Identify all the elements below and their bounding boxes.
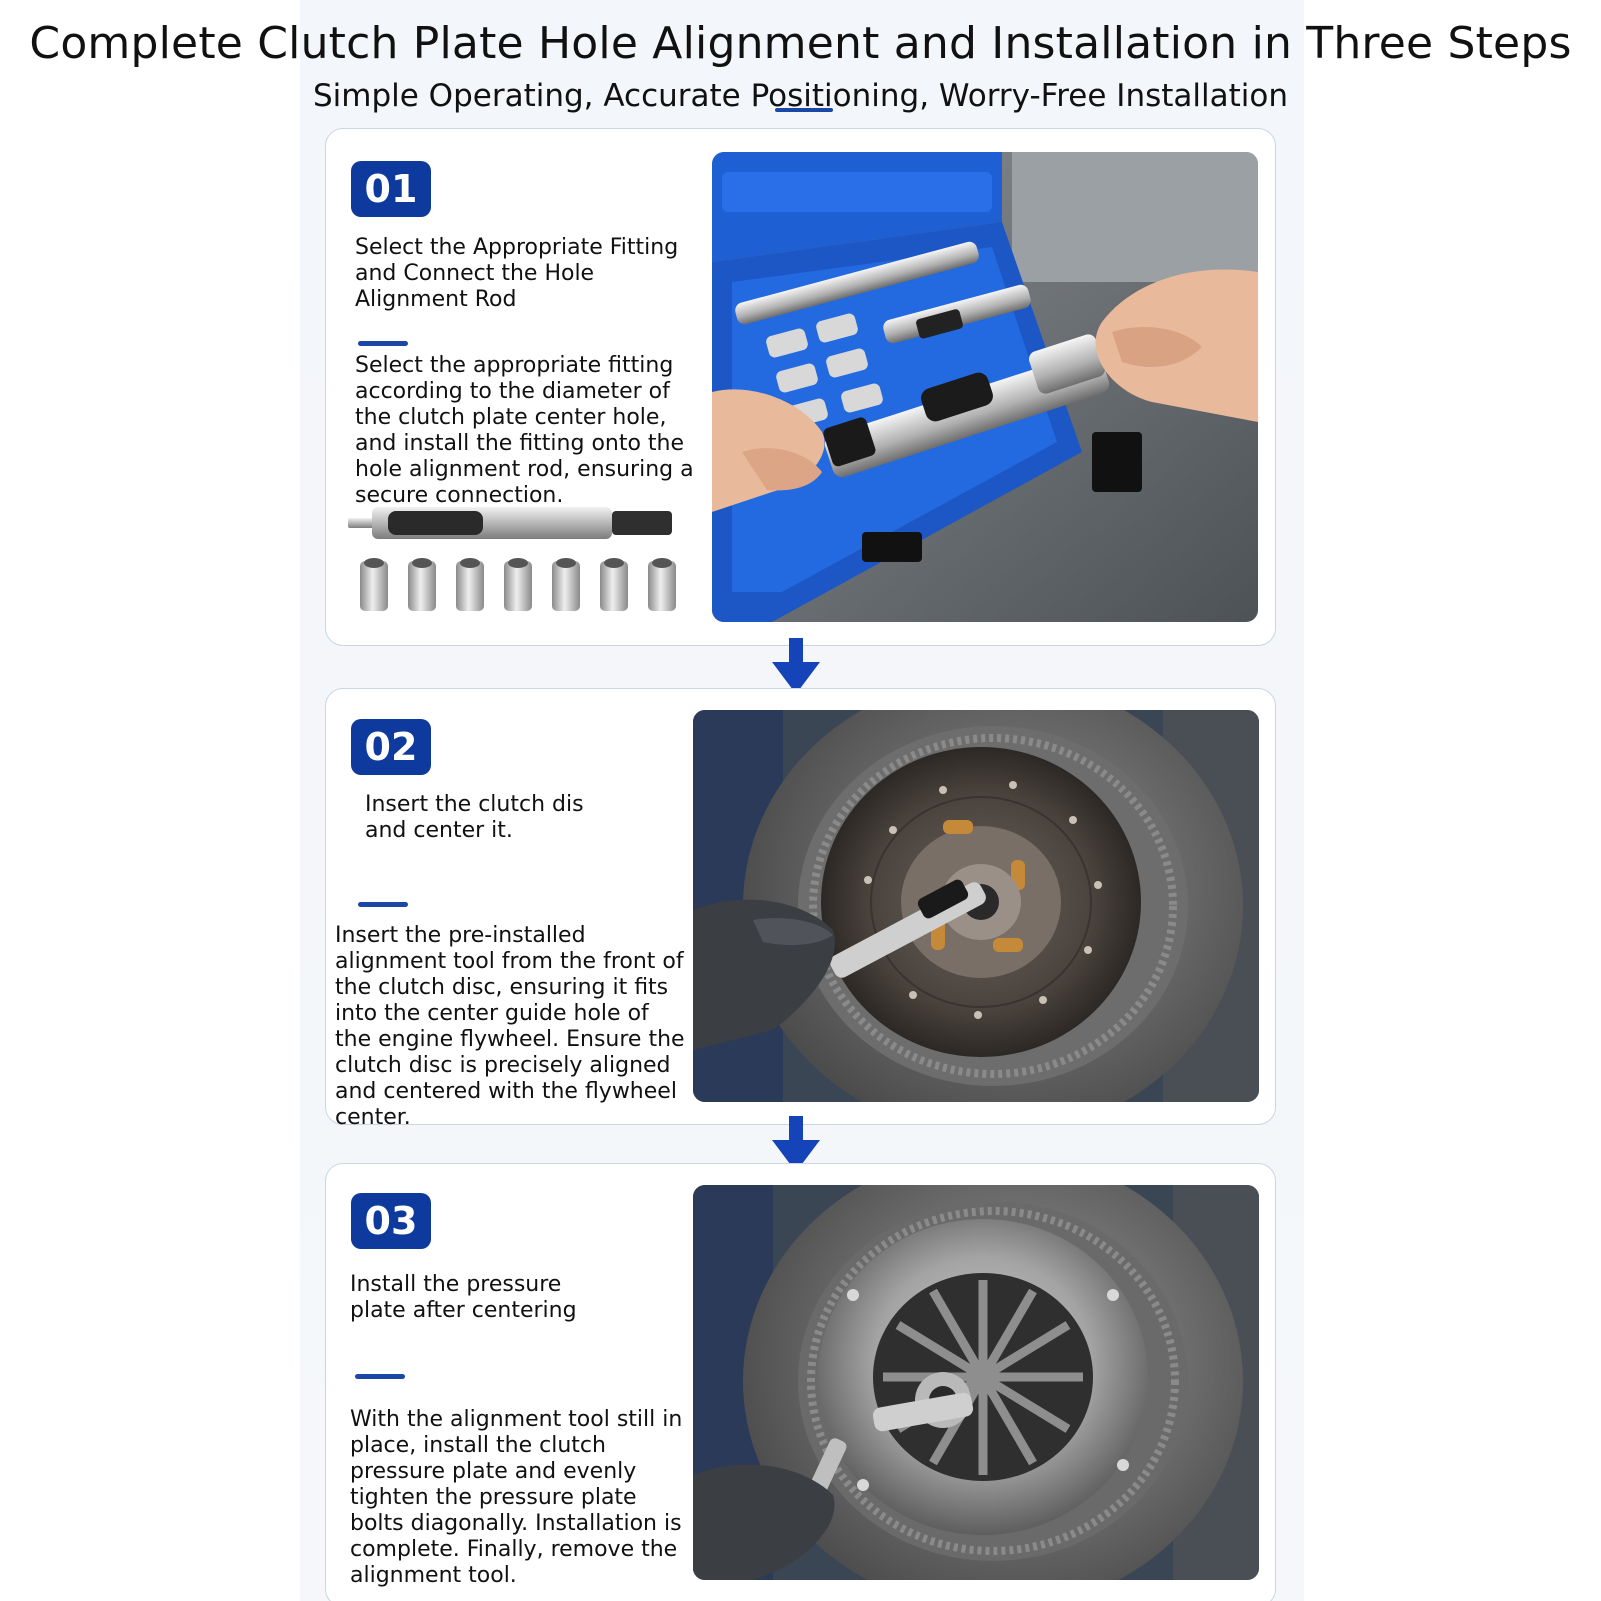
step-heading: Select the Appropriate Fitting and Conne…	[355, 235, 679, 312]
fitting-sleeves-icon	[360, 558, 676, 611]
step-description: With the alignment tool still in place, …	[350, 1407, 683, 1588]
step-heading: Insert the clutch dis and center it.	[365, 792, 584, 843]
down-arrow-icon	[772, 638, 820, 694]
step-number-badge: 01	[351, 161, 431, 217]
step-description: Select the appropriate fitting according…	[355, 353, 694, 508]
step-card-1: 01 Select the Appropriate Fitting and Co…	[325, 128, 1276, 646]
step-card-2: 02 Insert the clutch dis and center it. …	[325, 688, 1276, 1130]
page-title: Complete Clutch Plate Hole Alignment and…	[29, 18, 1572, 69]
step-accent-bar	[358, 341, 408, 346]
step-number-badge: 03	[351, 1193, 431, 1249]
step-description: Insert the pre-installed alignment tool …	[335, 923, 685, 1130]
down-arrow-icon	[772, 1116, 820, 1172]
clutch-disc-photo	[693, 710, 1259, 1102]
subtitle-accent-line	[775, 108, 833, 112]
tool-case-photo	[712, 152, 1258, 622]
pressure-plate-photo	[693, 1185, 1259, 1580]
step-heading: Install the pressure plate after centeri…	[350, 1272, 577, 1323]
step-card-3: 03 Install the pressure plate after cent…	[325, 1163, 1276, 1601]
alignment-rod-kit-illustration	[348, 507, 676, 611]
step-accent-bar	[355, 1374, 405, 1379]
step-accent-bar	[358, 902, 408, 907]
step-number-badge: 02	[351, 719, 431, 775]
alignment-rod-icon	[348, 507, 672, 539]
